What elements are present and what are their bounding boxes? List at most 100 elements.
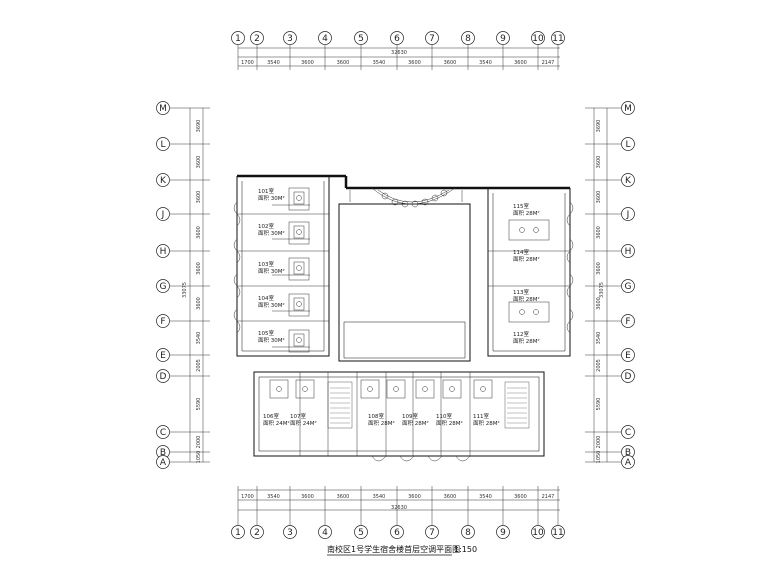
room-name: 104室 <box>258 294 274 302</box>
axis-left-J-label: J <box>161 210 165 220</box>
axis-right-G-label: G <box>625 282 632 292</box>
axis-left-C-label: C <box>160 428 166 438</box>
building-walls <box>236 174 571 457</box>
top-total-dimension: 32630 <box>391 50 407 56</box>
right-dim-6: 3540 <box>596 332 602 345</box>
axis-right-J-label: J <box>626 210 630 220</box>
room-name: 115室 <box>513 202 529 210</box>
axis-bottom-6: 6 <box>390 525 404 539</box>
room-name: 110室 <box>436 412 452 420</box>
axis-top-2: 2 <box>250 31 264 45</box>
axis-bottom-8-label: 8 <box>465 528 471 538</box>
axis-bottom-8: 8 <box>461 525 475 539</box>
left-dim-2: 3600 <box>196 191 202 204</box>
bottom-dim-7: 3540 <box>479 494 492 500</box>
room-area: 面积 28M² <box>513 210 540 217</box>
axis-bottom-4: 4 <box>318 525 332 539</box>
room-area: 面积 28M² <box>513 296 540 303</box>
axis-bottom-2: 2 <box>250 525 264 539</box>
bottom-dim-1: 3540 <box>267 494 280 500</box>
axis-top-1: 1 <box>231 31 245 45</box>
room-name: 109室 <box>402 412 418 420</box>
drawing-scale: 1:150 <box>454 545 477 554</box>
top-dim-0: 1700 <box>241 60 254 66</box>
axis-left-K-label: K <box>160 176 167 186</box>
axis-left-D-label: D <box>160 372 167 382</box>
bottom-dim-9: 2147 <box>542 494 555 500</box>
axis-left-G-label: G <box>160 282 167 292</box>
top-dim-3: 3600 <box>337 60 350 66</box>
axis-top-6-label: 6 <box>394 34 400 44</box>
axis-top-9-label: 9 <box>500 34 506 44</box>
axis-bottom-2-label: 2 <box>254 528 260 538</box>
axis-top-1-label: 1 <box>235 34 241 44</box>
top-dim-2: 3600 <box>301 60 314 66</box>
axis-left-B-label: B <box>160 448 166 458</box>
left-total-dimension: 33075 <box>182 282 188 298</box>
axis-top-8: 8 <box>461 31 475 45</box>
axis-right-K-label: K <box>625 176 632 186</box>
axis-top-10: 10 <box>531 31 545 45</box>
axis-left-H-label: H <box>160 247 167 257</box>
right-dim-1: 3600 <box>596 156 602 169</box>
right-dim-4: 3600 <box>596 262 602 275</box>
left-dim-0: 3690 <box>196 120 202 133</box>
left-dim-5: 3600 <box>196 297 202 310</box>
axis-bottom-11: 11 <box>551 525 565 539</box>
axis-left-A-label: A <box>160 458 167 468</box>
left-dim-8: 5590 <box>196 398 202 411</box>
axis-left-E: E <box>156 348 170 362</box>
room-name: 113室 <box>513 288 529 296</box>
left-dim-6: 3540 <box>196 332 202 345</box>
bottom-dim-3: 3600 <box>337 494 350 500</box>
right-dim-8: 5590 <box>596 398 602 411</box>
right-axis-bubbles: MLKJHGFEDCBA3690360036003600360036003540… <box>585 101 635 469</box>
axis-left-F: F <box>156 314 170 328</box>
axis-bottom-1: 1 <box>231 525 245 539</box>
room-area: 面积 28M² <box>473 420 500 427</box>
room-name: 101室 <box>258 187 274 195</box>
top-dimension-strip <box>238 47 560 67</box>
courtyard-ornament <box>349 187 463 208</box>
axis-bottom-6-label: 6 <box>394 528 400 538</box>
axis-right-B-label: B <box>625 448 631 458</box>
axis-right-L: L <box>621 137 635 151</box>
right-stair <box>504 381 530 429</box>
axis-right-A-label: A <box>625 458 632 468</box>
room-area: 面积 24M² <box>290 420 317 427</box>
axis-right-J: J <box>621 207 635 221</box>
axis-top-8-label: 8 <box>465 34 471 44</box>
axis-bottom-5-label: 5 <box>358 528 364 538</box>
axis-bottom-7-label: 7 <box>429 528 435 538</box>
axis-left-G: G <box>156 279 170 293</box>
axis-right-G: G <box>621 279 635 293</box>
top-dim-8: 3600 <box>514 60 527 66</box>
axis-right-E-label: E <box>625 351 631 361</box>
axis-top-3: 3 <box>283 31 297 45</box>
axis-top-11-label: 11 <box>552 34 563 44</box>
axis-right-M: M <box>621 101 635 115</box>
axis-right-K: K <box>621 173 635 187</box>
bottom-dim-5: 3600 <box>408 494 421 500</box>
axis-left-D: D <box>156 369 170 383</box>
axis-left-L-label: L <box>160 140 165 150</box>
axis-top-6: 6 <box>390 31 404 45</box>
room-area: 面积 28M² <box>513 338 540 345</box>
axis-right-C: C <box>621 425 635 439</box>
room-name: 106室 <box>263 412 279 420</box>
right-total-dimension: 33075 <box>599 282 605 298</box>
axis-right-A: A <box>621 455 635 469</box>
